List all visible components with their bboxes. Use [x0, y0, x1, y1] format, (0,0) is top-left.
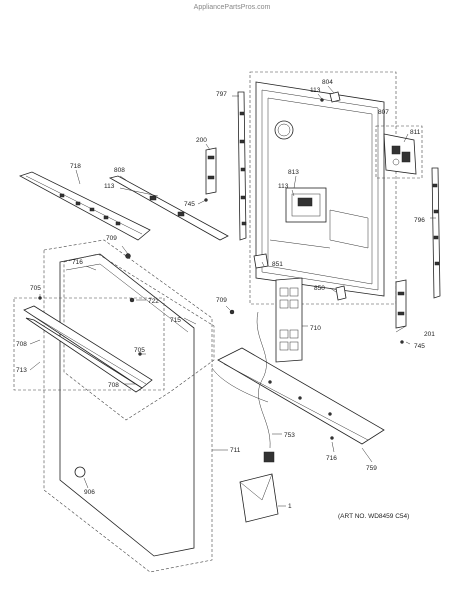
screw-113a [320, 98, 324, 102]
callout-796: 796 [414, 217, 425, 224]
callout-850: 850 [314, 285, 325, 292]
leader-lines [29, 85, 436, 507]
callout-811: 811 [410, 129, 421, 136]
callout-113c: 113 [278, 183, 289, 190]
screw-722 [129, 297, 135, 303]
callout-1: 1 [288, 503, 292, 510]
callout-851: 851 [272, 261, 283, 268]
screw-745b [400, 340, 404, 344]
callout-705b: 705 [134, 347, 145, 354]
callout-753: 753 [284, 432, 295, 439]
callout-200: 200 [196, 137, 207, 144]
callout-708b: 708 [108, 382, 119, 389]
literature-envelope-1 [239, 473, 279, 523]
latch-851 [253, 253, 269, 269]
callout-201: 201 [424, 331, 435, 338]
watermark: AppliancePartsPros.com [193, 4, 271, 11]
inner-door-panel [249, 71, 397, 305]
callout-745a: 745 [184, 201, 195, 208]
door-liner-716 [63, 253, 215, 421]
art-number: (ART NO. WD8459 C54) [338, 513, 410, 520]
hinge-left-200 [205, 147, 217, 195]
door-gasket-left-797 [237, 91, 247, 241]
callout-709a: 709 [106, 235, 117, 242]
callout-713: 713 [16, 367, 27, 374]
callout-759: 759 [366, 465, 377, 472]
control-panel-718 [18, 171, 151, 241]
callout-797: 797 [216, 91, 227, 98]
logo-badge-906 [74, 466, 86, 478]
strike-850 [335, 285, 347, 301]
callout-113b: 113 [104, 183, 115, 190]
harness-connector [263, 451, 275, 463]
bottom-trim-759 [217, 347, 385, 445]
detergent-dispenser-807 [375, 125, 423, 179]
callout-716a: 716 [72, 259, 83, 266]
callout-722: 722 [148, 298, 159, 305]
callout-813: 813 [288, 169, 299, 176]
door-gasket-right-796 [431, 167, 441, 299]
vent-710 [275, 277, 303, 363]
callout-808: 808 [114, 167, 125, 174]
bracket-804 [329, 91, 341, 103]
callout-labels: 804 113 797 807 811 200 808 718 113 813 … [16, 79, 435, 510]
outer-door-panel-711 [43, 239, 213, 573]
callout-906: 906 [84, 489, 95, 496]
callout-710: 710 [310, 325, 321, 332]
callout-709b: 709 [216, 297, 227, 304]
door-handle-713 [13, 297, 165, 393]
hinge-right-201 [395, 279, 407, 329]
callout-113a: 113 [310, 87, 321, 94]
callout-807: 807 [378, 109, 389, 116]
screw-709a [125, 253, 131, 259]
callout-716b: 716 [326, 455, 337, 462]
callout-718: 718 [70, 163, 81, 170]
wire-harness-753 [256, 311, 271, 449]
callout-745b: 745 [414, 343, 425, 350]
screw-716b [330, 436, 334, 440]
screw-709b [229, 309, 235, 315]
callout-711: 711 [230, 447, 241, 454]
callout-705a: 705 [30, 285, 41, 292]
callout-804: 804 [322, 79, 333, 86]
callout-715: 715 [170, 317, 181, 324]
callout-708a: 708 [16, 341, 27, 348]
